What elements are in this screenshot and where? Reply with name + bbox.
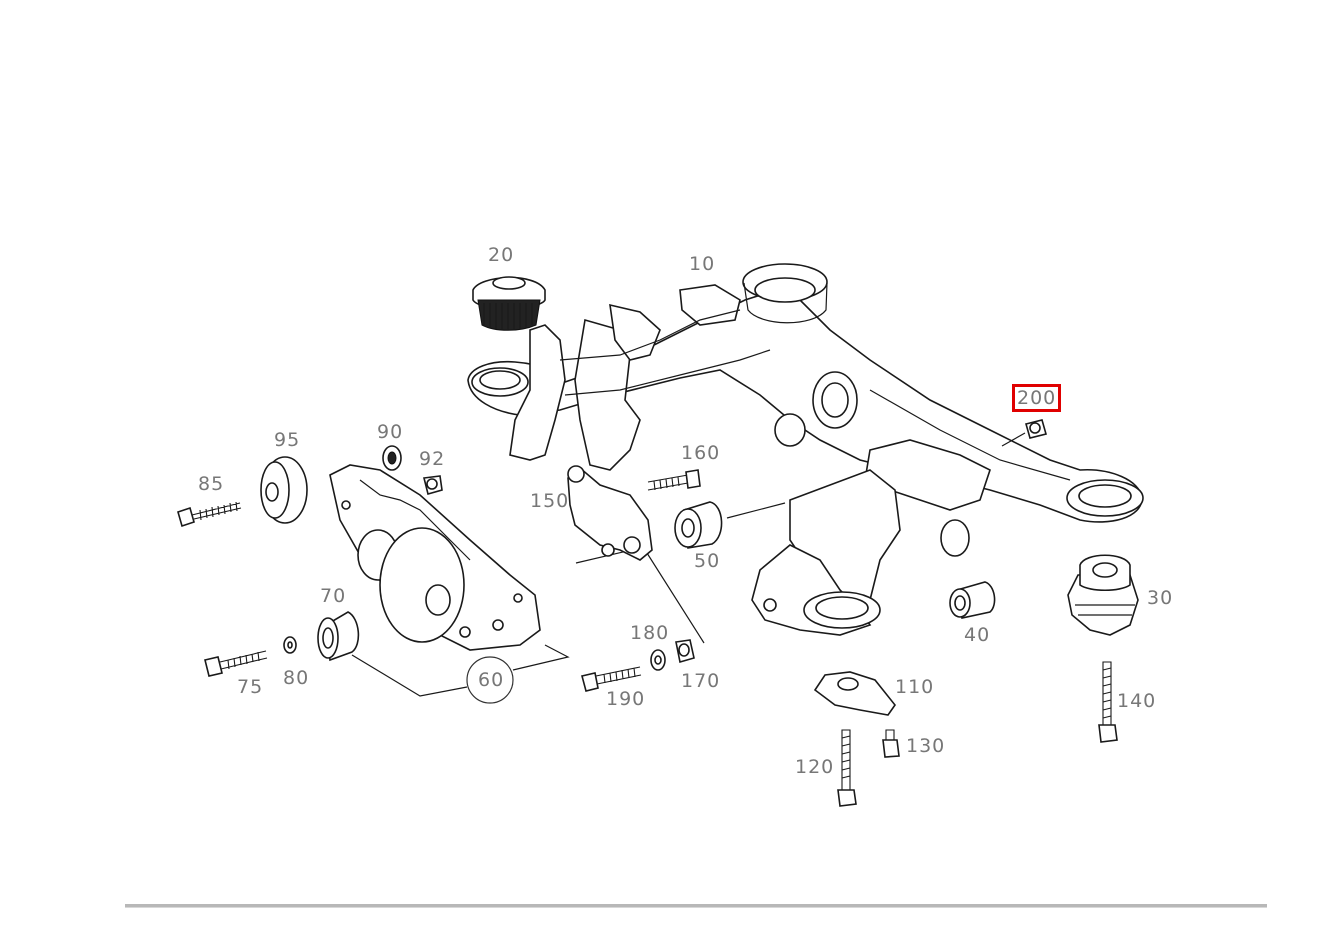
bushing-40-part[interactable] <box>949 581 996 619</box>
part-label-50[interactable]: 50 <box>694 550 721 572</box>
bolt-75-part[interactable] <box>204 650 268 677</box>
washer-180-part[interactable] <box>650 649 666 671</box>
part-label-160[interactable]: 160 <box>681 442 721 464</box>
bushing-70-part[interactable] <box>317 611 360 662</box>
part-label-120[interactable]: 120 <box>795 756 835 778</box>
part-label-130[interactable]: 130 <box>906 735 946 757</box>
washer-80-part[interactable] <box>283 636 297 654</box>
part-label-92[interactable]: 92 <box>419 448 446 470</box>
nut-92-part[interactable] <box>423 475 443 495</box>
part-label-60[interactable]: 60 <box>478 669 505 691</box>
mount-30-part[interactable] <box>1067 554 1139 636</box>
circle-60-callout <box>351 644 570 704</box>
part-label-140[interactable]: 140 <box>1117 690 1157 712</box>
bracket-60-part[interactable] <box>329 464 541 651</box>
part-label-200-highlighted[interactable]: 200 <box>1012 384 1062 412</box>
part-label-190[interactable]: 190 <box>606 688 646 710</box>
part-label-10[interactable]: 10 <box>689 253 716 275</box>
bolt-120-part[interactable] <box>837 729 857 807</box>
disc-95-part[interactable] <box>260 456 308 524</box>
bushing-50-part[interactable] <box>674 501 786 549</box>
nut-170-part[interactable] <box>575 541 705 664</box>
bolt-130-part[interactable] <box>882 729 900 758</box>
nut-200-part[interactable] <box>1001 419 1047 447</box>
part-label-70[interactable]: 70 <box>320 585 347 607</box>
part-label-95[interactable]: 95 <box>274 429 301 451</box>
part-label-85[interactable]: 85 <box>198 473 225 495</box>
subframe-part[interactable] <box>467 263 1144 636</box>
link-150-part[interactable] <box>567 465 653 561</box>
part-label-150[interactable]: 150 <box>530 490 570 512</box>
part-label-110[interactable]: 110 <box>895 676 935 698</box>
bolt-140-part[interactable] <box>1098 661 1118 743</box>
plate-110-part[interactable] <box>813 671 896 716</box>
part-label-180[interactable]: 180 <box>630 622 670 644</box>
bottom-divider <box>125 904 1267 908</box>
part-label-90[interactable]: 90 <box>377 421 404 443</box>
bolt-160-part[interactable] <box>647 469 701 491</box>
part-label-80[interactable]: 80 <box>283 667 310 689</box>
mount-20-part[interactable] <box>472 276 546 331</box>
part-label-40[interactable]: 40 <box>964 624 991 646</box>
bolt-85-part[interactable] <box>177 501 242 528</box>
part-label-20[interactable]: 20 <box>488 244 515 266</box>
washer-90-part[interactable] <box>382 445 402 471</box>
part-label-170[interactable]: 170 <box>681 670 721 692</box>
part-label-75[interactable]: 75 <box>237 676 264 698</box>
bolt-190-part[interactable] <box>581 666 642 692</box>
part-label-30[interactable]: 30 <box>1147 587 1174 609</box>
